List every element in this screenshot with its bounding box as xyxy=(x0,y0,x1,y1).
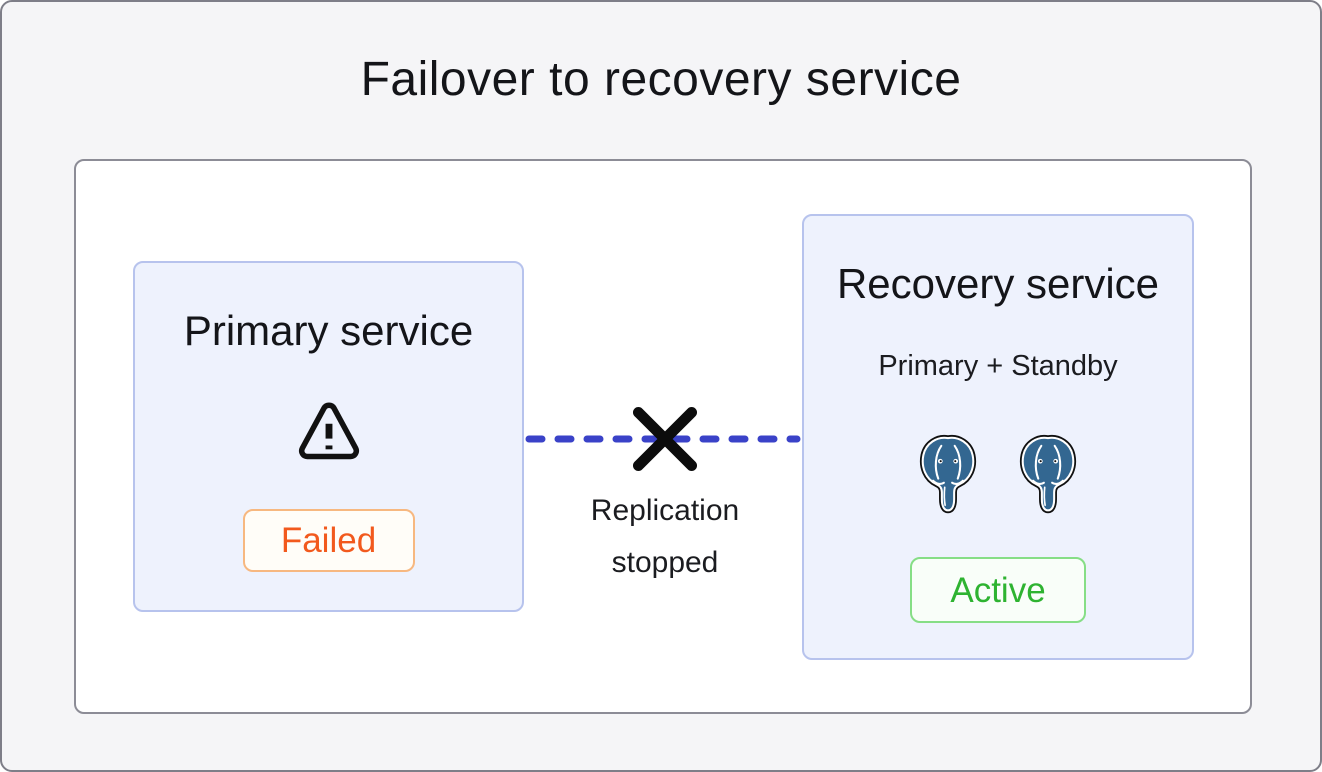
recovery-service-title: Recovery service xyxy=(836,260,1160,307)
recovery-service-subtitle: Primary + Standby xyxy=(878,350,1118,382)
connection-label: Replication stopped xyxy=(590,494,740,579)
x-mark-icon xyxy=(632,406,698,472)
database-icons-row xyxy=(915,434,1081,514)
status-badge-active: Active xyxy=(910,557,1086,623)
warning-triangle-icon xyxy=(296,401,362,463)
primary-service-box: Primary service Failed xyxy=(133,261,524,612)
postgresql-elephant-icon xyxy=(1019,434,1077,514)
status-badge-failed: Failed xyxy=(242,509,415,572)
recovery-service-box: Recovery service Primary + Standby xyxy=(802,214,1194,660)
primary-service-title: Primary service xyxy=(183,307,474,354)
postgresql-elephant-icon xyxy=(919,434,977,514)
replication-dashed-line xyxy=(525,435,801,443)
page-title: Failover to recovery service xyxy=(360,53,962,106)
